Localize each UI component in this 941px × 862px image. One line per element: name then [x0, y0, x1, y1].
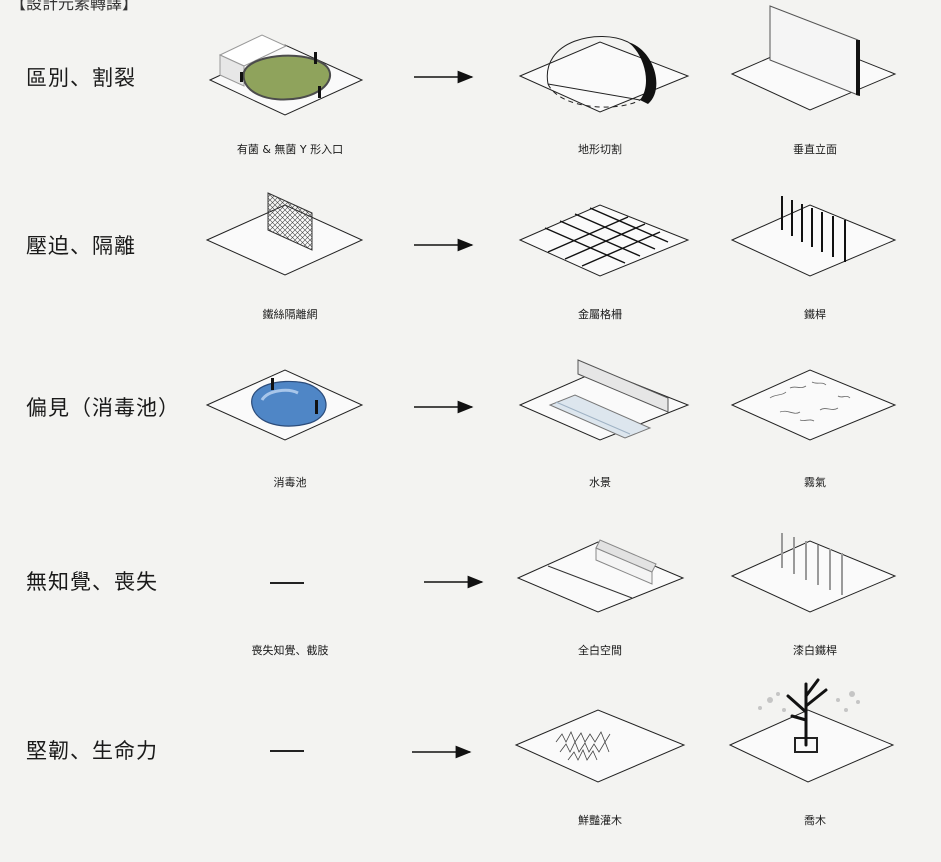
- caption-4-1: 喪失知覺、截肢: [251, 644, 329, 657]
- caption-5-2: 鮮豔灌木: [578, 814, 622, 827]
- caption-1-1: 有菌 & 無菌 Y 形入口: [236, 143, 344, 156]
- caption-1-3: 垂直立面: [793, 143, 837, 156]
- caption-2-2: 金屬格柵: [578, 308, 622, 321]
- plane-2-3: [730, 196, 897, 277]
- plane-3-2: [518, 359, 690, 441]
- plane-1-3: [730, 5, 897, 111]
- plane-4-1: [516, 539, 685, 613]
- row-title-2: 壓迫、隔離: [26, 234, 136, 258]
- plane-1-2: [518, 35, 690, 113]
- section-header: 【設計元素轉譯】: [10, 0, 139, 13]
- plane-2-1: [205, 192, 364, 276]
- caption-3-2: 水景: [589, 476, 611, 489]
- plane-3-3: [730, 369, 897, 441]
- caption-3-1: 消毒池: [273, 476, 307, 489]
- caption-4-2: 全白空間: [578, 644, 622, 657]
- plane-1-1: [208, 34, 364, 116]
- row-title-3: 偏見（消毒池）: [26, 396, 180, 420]
- caption-1-2: 地形切割: [578, 143, 622, 156]
- empty-dash-5: [270, 750, 304, 752]
- plane-5-1: [514, 709, 686, 783]
- caption-4-3: 漆白鐵桿: [793, 644, 837, 657]
- caption-2-3: 鐵桿: [804, 308, 826, 321]
- caption-3-3: 霧氣: [804, 476, 826, 489]
- plane-4-2: [730, 533, 897, 613]
- row-title-4: 無知覺、喪失: [26, 570, 158, 594]
- row-title-5: 堅韌、生命力: [26, 739, 158, 763]
- row-title-1: 區別、割裂: [26, 66, 136, 90]
- empty-dash-4: [270, 582, 304, 584]
- plane-5-2: [728, 678, 895, 783]
- plane-3-1: [205, 369, 364, 441]
- caption-2-1: 鐵絲隔離網: [262, 308, 318, 321]
- plane-2-2: [518, 204, 690, 277]
- caption-5-3: 喬木: [804, 814, 826, 827]
